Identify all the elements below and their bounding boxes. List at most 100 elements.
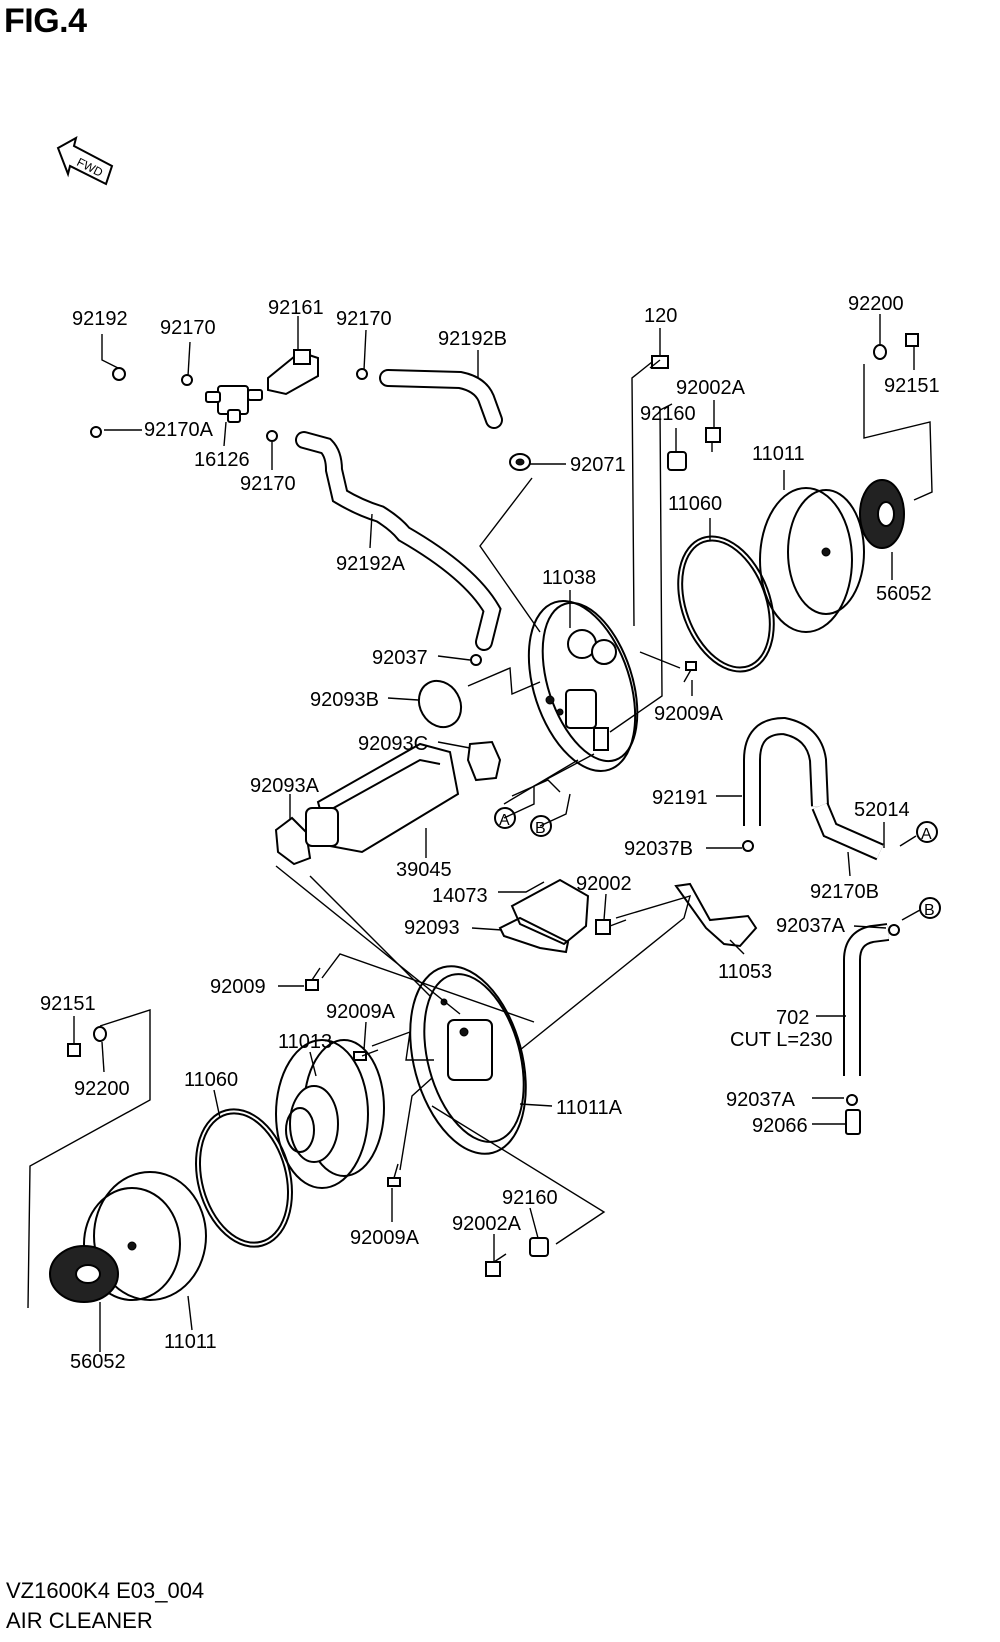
gasket-92093C — [466, 740, 502, 782]
callout-11038: 11038 — [542, 567, 596, 589]
callout-92066: 92066 — [752, 1115, 808, 1137]
callout-56052-top: 56052 — [876, 583, 932, 605]
callout-120: 120 — [644, 305, 677, 327]
callout-92009: 92009 — [210, 976, 266, 998]
callout-11011-top: 11011 — [752, 443, 805, 465]
hose-52014 — [811, 802, 884, 861]
callout-92200-bottom: 92200 — [74, 1078, 130, 1100]
callout-92192: 92192 — [72, 308, 128, 330]
backing-plate-11038 — [527, 600, 639, 772]
cover-11011-bottom — [83, 1171, 207, 1301]
callout-92093C: 92093C — [358, 733, 428, 755]
filter-element-11013 — [275, 1039, 385, 1189]
callout-92037B: 92037B — [624, 838, 693, 860]
model-code: VZ1600K4 E03_004 — [6, 1578, 205, 1603]
hose-92192A — [295, 431, 502, 651]
cover-11011-top — [759, 487, 865, 633]
bolt-92009A-mid — [683, 661, 697, 683]
callout-92009A-b: 92009A — [350, 1227, 420, 1249]
clamp-icons — [90, 368, 900, 1106]
callout-92170-b: 92170 — [336, 308, 392, 330]
section-name: AIR CLEANER — [6, 1608, 153, 1633]
bracket-11053 — [674, 882, 758, 948]
ref-marker-A-2: A — [921, 826, 932, 843]
callout-92093B: 92093B — [310, 689, 379, 711]
callout-39045: 39045 — [396, 859, 452, 881]
callout-56052-bottom: 56052 — [70, 1351, 126, 1373]
callout-92170B: 92170B — [810, 881, 879, 903]
callout-16126: 16126 — [194, 449, 250, 471]
gasket-92093B — [417, 679, 463, 729]
callout-92170-a: 92170 — [160, 317, 216, 339]
gasket-92093 — [498, 916, 570, 954]
seal-ring-11060-bottom — [195, 1108, 293, 1248]
bracket-92161 — [267, 349, 319, 396]
cap-92071 — [509, 453, 531, 471]
callout-92160-bottom: 92160 — [502, 1187, 558, 1209]
seal-ring-11060-top — [677, 535, 775, 673]
callout-92002A-top: 92002A — [676, 377, 746, 399]
hose-92192B — [379, 369, 503, 429]
case-11011A — [409, 965, 527, 1155]
callout-11060-top: 11060 — [668, 493, 722, 515]
elbow-14073 — [510, 878, 590, 946]
callout-92191: 92191 — [652, 787, 708, 809]
cap-56052-bottom — [49, 1245, 119, 1303]
bolt-120 — [649, 355, 669, 369]
bolt-92002A-top — [705, 427, 721, 452]
ref-marker-B-1: B — [535, 820, 546, 837]
collar-92160-top — [667, 451, 687, 471]
bolt-92151-top — [905, 333, 919, 347]
bolt-92002 — [595, 919, 627, 935]
callout-92002: 92002 — [576, 873, 632, 895]
plug-92066 — [845, 1109, 861, 1135]
bolt-92009A-a — [353, 1049, 379, 1061]
callout-labels: 92192 92170 92161 92170 92192B 120 92200… — [40, 293, 940, 1373]
callout-92071: 92071 — [570, 454, 626, 476]
callout-92200-top: 92200 — [848, 293, 904, 315]
callout-92192B: 92192B — [438, 328, 507, 350]
fwd-arrow-icon: FWD — [56, 136, 114, 186]
callout-52014: 52014 — [854, 799, 910, 821]
bolt-92151-bottom — [67, 1043, 81, 1057]
reference-markers — [494, 807, 941, 919]
figure-title: FIG.4 — [4, 2, 87, 40]
callout-92160-top: 92160 — [640, 403, 696, 425]
leader-lines — [27, 314, 933, 1352]
collar-92160-bottom — [529, 1237, 549, 1257]
washer-92200-top — [873, 344, 887, 360]
callout-11011A: 11011A — [556, 1097, 623, 1119]
callout-92037A-1: 92037A — [776, 915, 846, 937]
callout-11011-bottom: 11011 — [164, 1331, 217, 1353]
callout-92192A: 92192A — [336, 553, 406, 575]
callout-92151-bottom: 92151 — [40, 993, 96, 1015]
callout-92151-top: 92151 — [884, 375, 940, 397]
callout-92002A-bottom: 92002A — [452, 1213, 522, 1235]
hose-702 — [843, 923, 890, 1076]
callout-92037: 92037 — [372, 647, 428, 669]
bolt-92009 — [305, 967, 321, 991]
callout-14073: 14073 — [432, 885, 488, 907]
callout-92093A: 92093A — [250, 775, 320, 797]
callout-702-cut-length: CUT L=230 — [730, 1029, 832, 1051]
callout-11013: 11013 — [278, 1031, 332, 1053]
callout-92009A-mid: 92009A — [654, 703, 724, 725]
valve-16126 — [205, 385, 263, 423]
callout-92170-c: 92170 — [240, 473, 296, 495]
ref-marker-A-1: A — [499, 812, 510, 829]
ref-marker-B-2: B — [924, 902, 935, 919]
callout-702: 702 — [776, 1007, 809, 1029]
hose-92192 — [77, 367, 126, 427]
callout-11060-bottom: 11060 — [184, 1069, 238, 1091]
hose-92191 — [743, 716, 829, 826]
callout-92093: 92093 — [404, 917, 460, 939]
cap-56052-top — [859, 479, 905, 549]
bolt-92009A-b — [387, 1163, 401, 1187]
washer-92200-bottom — [93, 1026, 107, 1042]
gasket-92093A — [274, 816, 312, 866]
callout-11053: 11053 — [718, 961, 772, 983]
bolt-92002A-bottom — [485, 1253, 507, 1277]
callout-92037A-2: 92037A — [726, 1089, 796, 1111]
callout-92161: 92161 — [268, 297, 324, 319]
